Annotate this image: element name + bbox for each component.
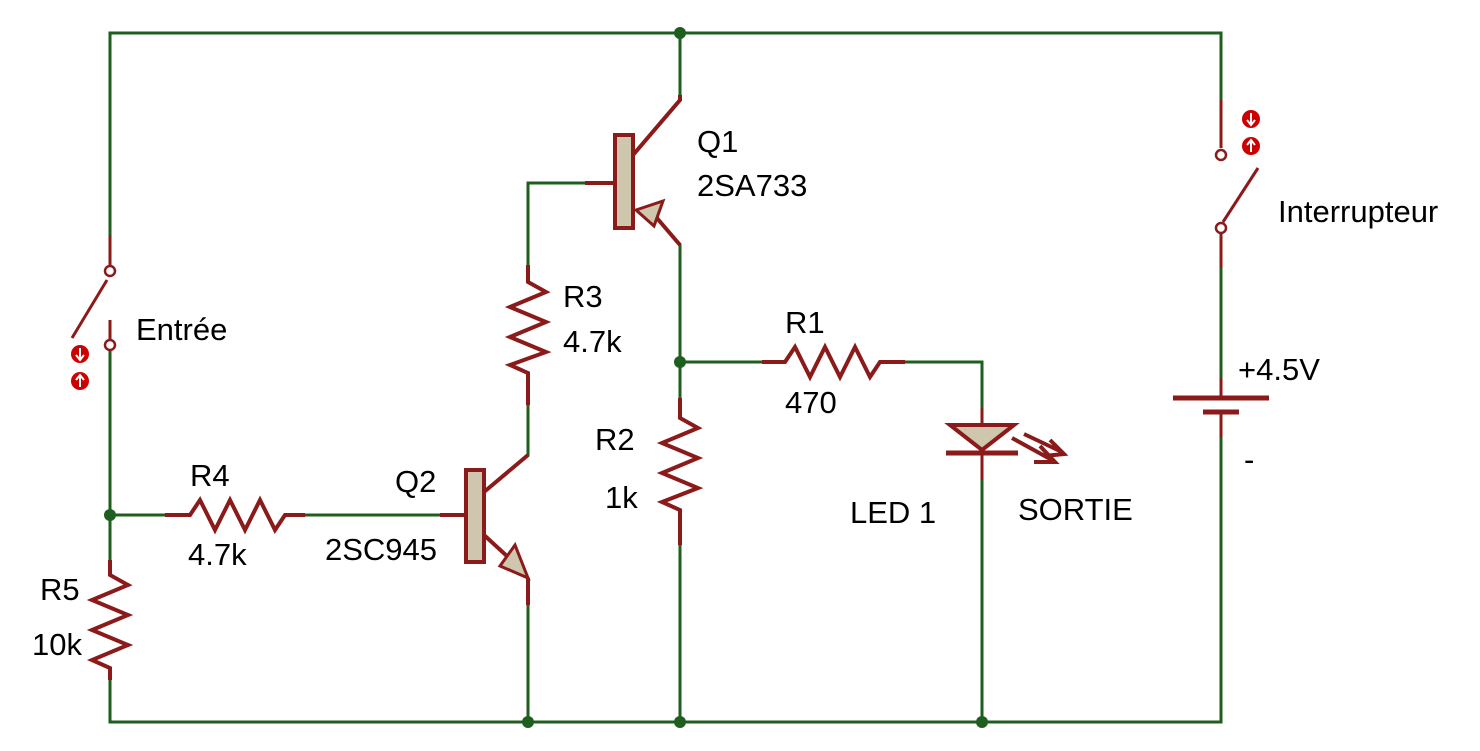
led-symbol	[944, 408, 1069, 480]
label-q1-part: 2SA733	[697, 168, 807, 203]
junction-left-node	[104, 509, 116, 521]
resistor-r5	[86, 560, 134, 680]
pin-marker-icon	[1242, 110, 1260, 155]
label-q2-ref: Q2	[395, 464, 436, 499]
label-r1-ref: R1	[785, 305, 825, 340]
transistor-q2	[440, 453, 531, 605]
label-r1-value: 470	[785, 385, 837, 420]
label-r5-ref: R5	[40, 572, 80, 607]
junctions	[104, 27, 988, 728]
resistor-r1	[762, 342, 905, 382]
label-entree: Entrée	[136, 312, 227, 347]
label-r2-value: 1k	[605, 480, 638, 515]
label-r4-ref: R4	[190, 458, 230, 493]
label-r2-ref: R2	[595, 422, 635, 457]
pin-marker-icon	[71, 345, 89, 390]
wires	[108, 31, 1223, 724]
label-battery-plus: +4.5V	[1238, 352, 1320, 387]
light-arrows-icon	[1011, 432, 1069, 464]
label-led-output: SORTIE	[1018, 492, 1133, 527]
resistor-r4	[165, 495, 305, 535]
resistor-r3	[504, 265, 552, 405]
power-switch	[1214, 100, 1260, 268]
junction-bottom-q2	[522, 716, 534, 728]
junction-top-q1	[674, 27, 686, 39]
label-r5-value: 10k	[32, 627, 82, 662]
label-r4-value: 4.7k	[188, 537, 247, 572]
labels: Entrée Interrupteur +4.5V - Q1 2SA733 Q2…	[32, 124, 1438, 662]
label-led-ref: LED 1	[850, 495, 936, 530]
transistor-q1	[585, 95, 682, 247]
label-q2-part: 2SC945	[325, 532, 437, 567]
wire-r3-q1base	[526, 181, 587, 267]
wire-r1-led	[903, 360, 984, 410]
resistor-r2	[656, 398, 704, 545]
label-q1-ref: Q1	[697, 124, 738, 159]
junction-bottom-r2	[674, 716, 686, 728]
junction-q1-node	[674, 356, 686, 368]
label-r3-value: 4.7k	[563, 324, 622, 359]
battery-symbol	[1173, 378, 1269, 438]
input-switch	[70, 235, 117, 390]
label-interrupteur: Interrupteur	[1278, 194, 1438, 229]
junction-bottom-led	[976, 716, 988, 728]
label-r3-ref: R3	[563, 279, 603, 314]
label-battery-minus: -	[1244, 442, 1254, 477]
